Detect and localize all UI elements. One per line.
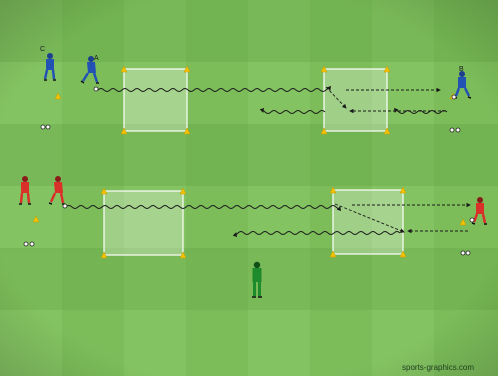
label-b: B xyxy=(459,66,464,73)
ball-icon xyxy=(450,128,454,132)
ball-icon xyxy=(24,242,28,246)
ball-icon xyxy=(461,251,465,255)
ball-icon xyxy=(63,204,67,208)
label-c: C xyxy=(40,46,45,53)
grid-top-right xyxy=(324,69,387,131)
label-a: A xyxy=(94,55,99,62)
ball-icon xyxy=(94,87,98,91)
ball-icon xyxy=(46,125,50,129)
ball-icon xyxy=(456,128,460,132)
ball-icon xyxy=(452,95,456,99)
credit-text: sports-graphics.com xyxy=(402,363,474,372)
ball-icon xyxy=(41,125,45,129)
grid-bottom-left xyxy=(104,191,183,255)
ball-icon xyxy=(466,251,470,255)
ball-icon xyxy=(30,242,34,246)
grid-bottom-right xyxy=(333,190,403,254)
grid-top-left xyxy=(124,69,187,131)
ball-icon xyxy=(470,218,474,222)
